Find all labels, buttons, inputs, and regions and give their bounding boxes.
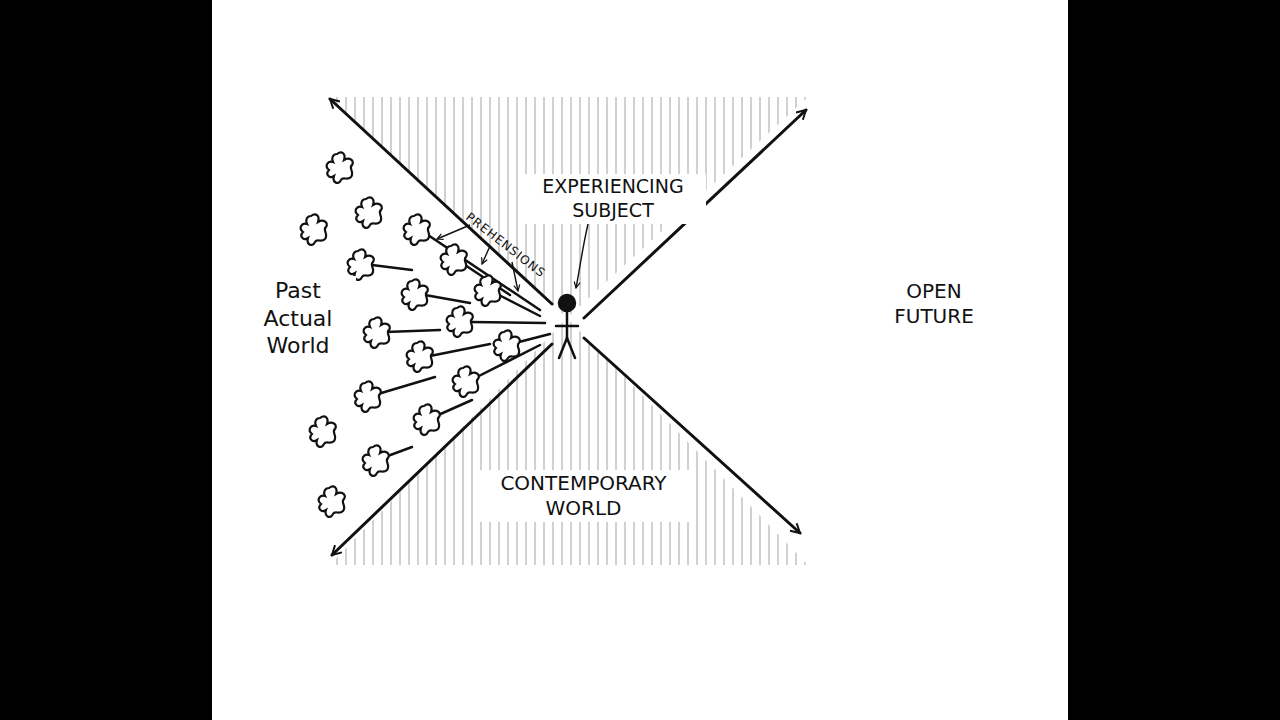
past-world-label: Past Actual World (240, 276, 356, 361)
hatching (328, 97, 808, 318)
subject-label: EXPERIENCING SUBJECT (520, 174, 706, 224)
stick-figure (556, 295, 578, 358)
light-cone-lines (330, 99, 806, 555)
contemporary-label: CONTEMPORARY WORLD (473, 470, 694, 522)
future-label: OPEN FUTURE (871, 278, 997, 330)
hatching (330, 318, 808, 565)
